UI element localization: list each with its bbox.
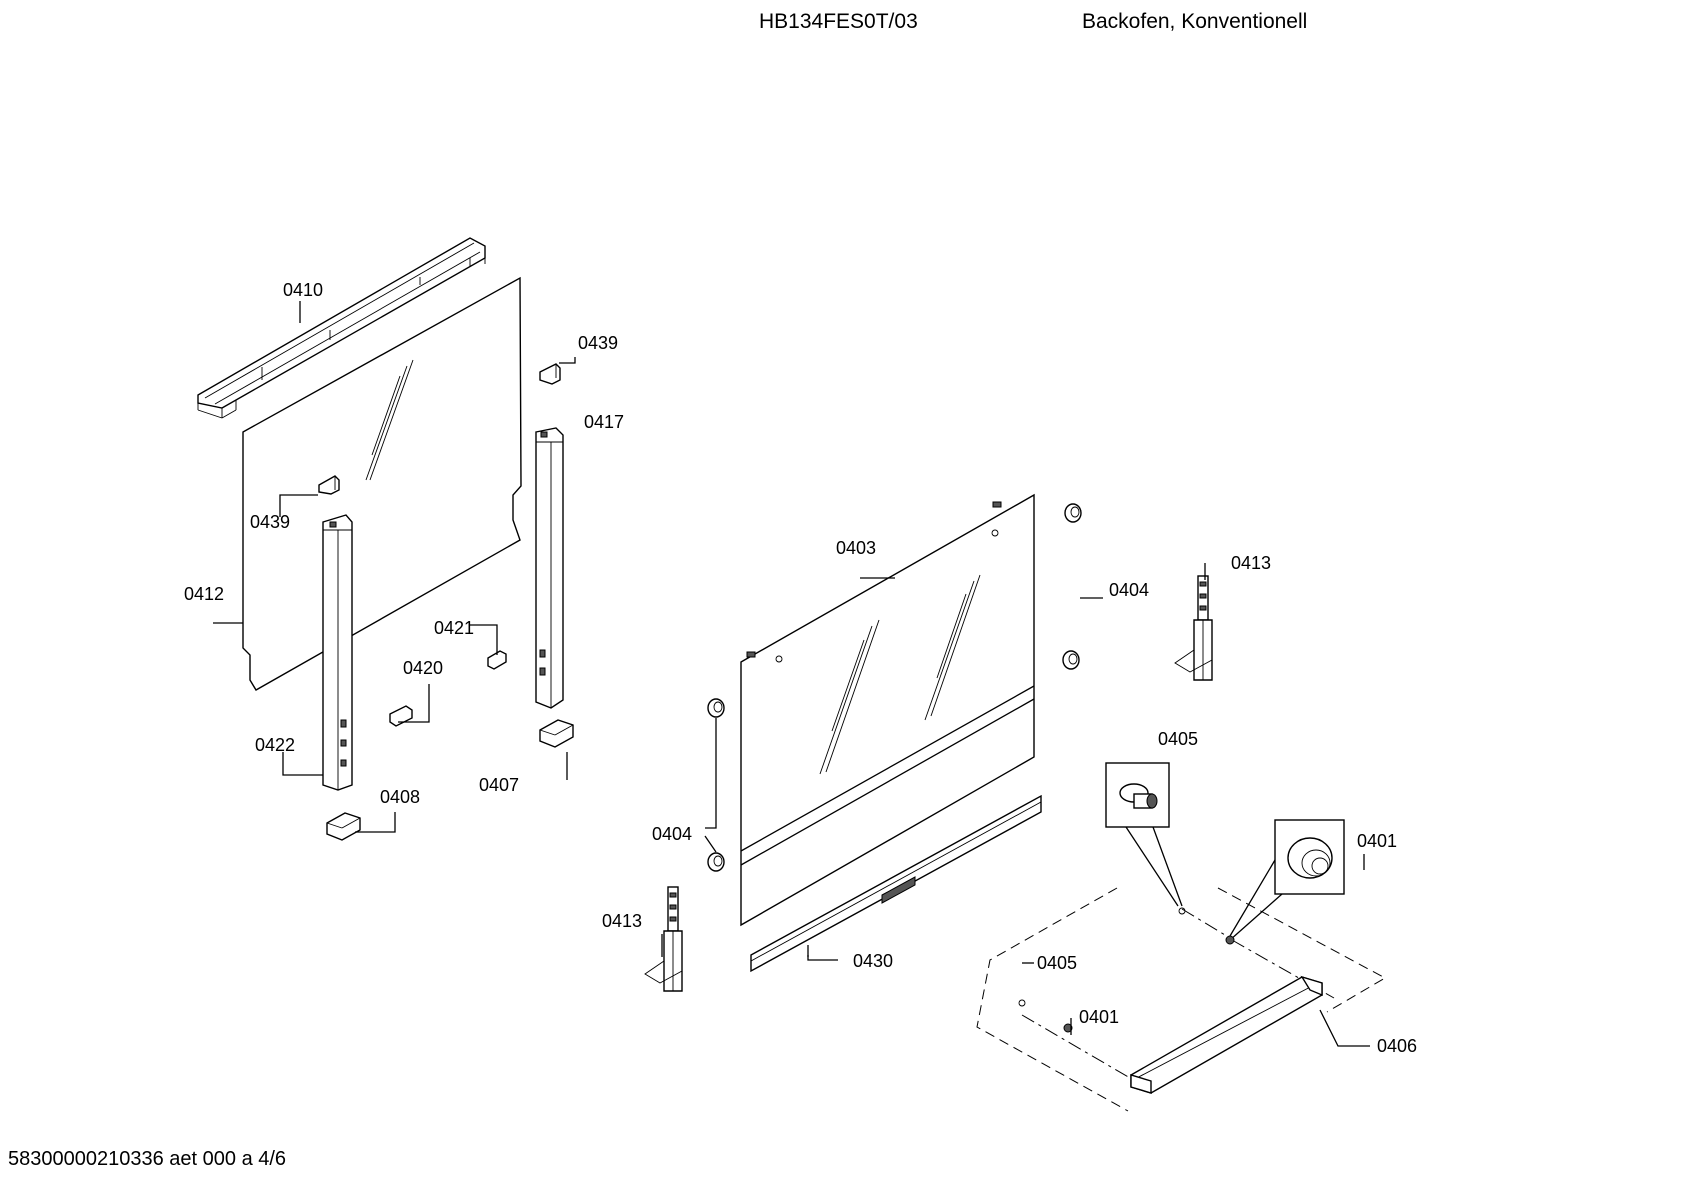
callout-0406: 0406	[1377, 1036, 1417, 1056]
callout-0422: 0422	[255, 735, 295, 755]
callout-0401-upper: 0401	[1357, 831, 1397, 851]
callout-0417: 0417	[584, 412, 624, 432]
appliance-description: Backofen, Konventionell	[1082, 10, 1308, 33]
callout-0404-right: 0404	[1109, 580, 1149, 600]
callout-0430: 0430	[853, 951, 893, 971]
part-0406-door-handle[interactable]	[1130, 975, 1323, 1094]
part-0404-bumper-top-right[interactable]	[1064, 503, 1082, 523]
part-0405-inset-box[interactable]	[1105, 762, 1170, 828]
part-0404-bumper-left-lower[interactable]	[707, 852, 725, 872]
callout-0421: 0421	[434, 618, 474, 638]
part-0405-screw-lower[interactable]	[1018, 999, 1026, 1007]
leader-lines-right	[1022, 854, 1370, 1047]
part-0408-bracket[interactable]	[326, 812, 361, 841]
part-0417-right-rail[interactable]	[535, 427, 564, 709]
part-0401-cap-lower[interactable]	[1063, 1023, 1073, 1033]
document-reference: 58300000210336 aet 000 a 4/6	[8, 1148, 287, 1170]
callout-0404-left: 0404	[652, 824, 692, 844]
part-0421-small-clip[interactable]	[487, 650, 507, 670]
callout-0439-upper: 0439	[578, 333, 618, 353]
callout-0403: 0403	[836, 538, 876, 558]
part-0422-left-rail[interactable]	[322, 514, 353, 791]
part-0403-outer-door-glass[interactable]	[740, 493, 1035, 927]
part-0401-inset-box[interactable]	[1274, 819, 1345, 895]
callout-0401-lower: 0401	[1079, 1007, 1119, 1027]
part-0413-hinge-left[interactable]	[644, 886, 683, 992]
leader-lines-left	[213, 301, 576, 833]
leader-lines-center	[661, 563, 1206, 961]
part-0412-inner-glass[interactable]	[242, 276, 522, 691]
part-0413-hinge-right[interactable]	[1174, 575, 1213, 681]
inset-pointers	[1125, 826, 1283, 941]
callout-0407: 0407	[479, 775, 519, 795]
callout-0420: 0420	[403, 658, 443, 678]
callout-0413-right: 0413	[1231, 553, 1271, 573]
model-number: HB134FES0T/03	[759, 10, 918, 33]
part-0404-bumper-mid-right[interactable]	[1062, 650, 1080, 670]
part-0401-cap-right[interactable]	[1225, 935, 1235, 945]
part-0404-bumper-left-upper[interactable]	[707, 698, 725, 718]
callout-0439-lower: 0439	[250, 512, 290, 532]
part-0405-screw[interactable]	[1178, 907, 1186, 915]
handle-outline-dashed	[976, 887, 1387, 1112]
part-0407-bracket[interactable]	[539, 719, 574, 748]
part-0420-small-clip[interactable]	[389, 705, 413, 727]
callout-0408: 0408	[380, 787, 420, 807]
callout-0413-left: 0413	[602, 911, 642, 931]
callout-0405-upper: 0405	[1158, 729, 1198, 749]
part-0430-trim-strip[interactable]	[750, 794, 1042, 973]
part-0439-clip-upper[interactable]	[539, 363, 561, 385]
callout-0412: 0412	[184, 584, 224, 604]
part-0410-top-trim[interactable]	[197, 237, 486, 419]
callout-0410: 0410	[283, 280, 323, 300]
callout-0405-lower: 0405	[1037, 953, 1077, 973]
part-0439-clip-lower[interactable]	[318, 475, 340, 495]
